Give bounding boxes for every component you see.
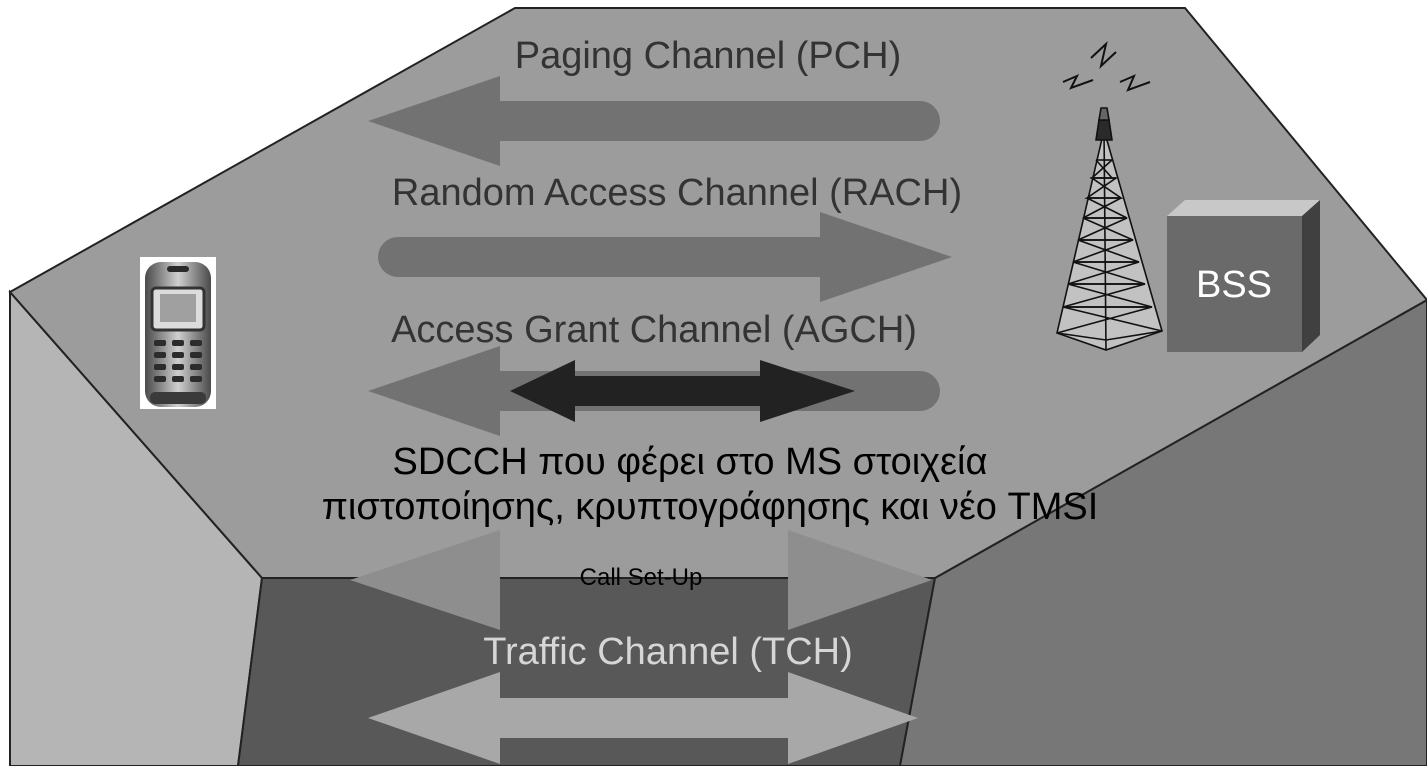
sdcch-label-line-1: SDCCH που φέρει στο MS στοιχεία bbox=[393, 441, 988, 483]
tch-label: Traffic Channel (TCH) bbox=[483, 631, 853, 673]
radio-signal-icon bbox=[1062, 41, 1151, 92]
pch-label: Paging Channel (PCH) bbox=[515, 35, 902, 77]
mobile-phone-icon bbox=[140, 257, 216, 409]
sdcch-label-line-2: πιστοποίησης, κρυπτογράφησης και νέο TMS… bbox=[322, 486, 1099, 528]
sdcch-arrow bbox=[510, 360, 855, 422]
antenna-tower-icon bbox=[1056, 107, 1163, 351]
pch-arrow bbox=[368, 76, 940, 166]
call-setup-arrow bbox=[350, 530, 932, 630]
rach-label: Random Access Channel (RACH) bbox=[392, 172, 962, 214]
rach-arrow bbox=[378, 212, 952, 302]
bss-box: BSS bbox=[1167, 200, 1320, 352]
bss-label: BSS bbox=[1196, 264, 1272, 306]
call-setup-label: Call Set-Up bbox=[580, 564, 703, 591]
agch-label: Access Grant Channel (AGCH) bbox=[391, 309, 917, 351]
platform bbox=[8, 7, 1427, 766]
tch-arrow bbox=[368, 672, 918, 764]
platform-top-face bbox=[8, 7, 1427, 579]
